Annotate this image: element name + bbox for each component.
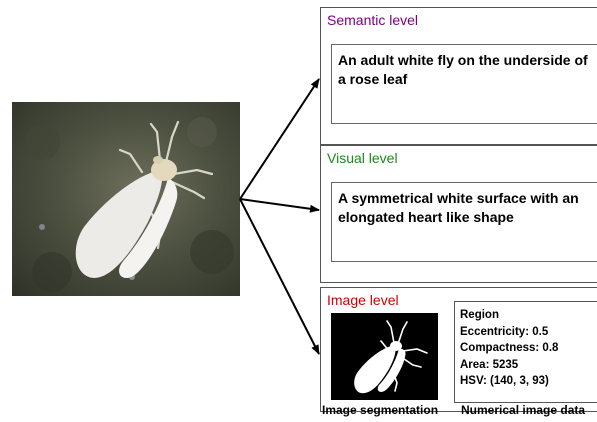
numerical-caption: Numerical image data <box>461 403 585 417</box>
semantic-description: An adult white fly on the underside of a… <box>338 51 596 89</box>
segmentation-image <box>331 313 438 400</box>
area-value: Area: 5235 <box>460 357 558 374</box>
visual-level-title: Visual level <box>327 150 398 166</box>
visual-description: A symmetrical white surface with an elon… <box>338 189 596 227</box>
segmentation-caption: Image segmentation <box>322 403 438 417</box>
arrow-to-visual <box>240 199 319 210</box>
numerical-data-box: Region Eccentricity: 0.5 Compactness: 0.… <box>454 301 597 403</box>
region-label: Region <box>460 307 558 324</box>
eccentricity-value: Eccentricity: 0.5 <box>460 324 558 341</box>
semantic-level-title: Semantic level <box>327 12 418 28</box>
visual-level-panel: Visual level A symmetrical white surface… <box>320 145 597 283</box>
semantic-description-box: An adult white fly on the underside of a… <box>331 44 597 124</box>
visual-description-box: A symmetrical white surface with an elon… <box>331 182 597 262</box>
image-level-panel: Image level Region Eccentricity: 0.5 Com… <box>320 287 597 412</box>
arrow-to-image <box>240 199 319 354</box>
semantic-level-panel: Semantic level An adult white fly on the… <box>320 7 597 145</box>
arrow-to-semantic <box>240 79 319 199</box>
image-level-title: Image level <box>327 292 399 308</box>
hsv-value: HSV: (140, 3, 93) <box>460 373 558 390</box>
compactness-value: Compactness: 0.8 <box>460 340 558 357</box>
